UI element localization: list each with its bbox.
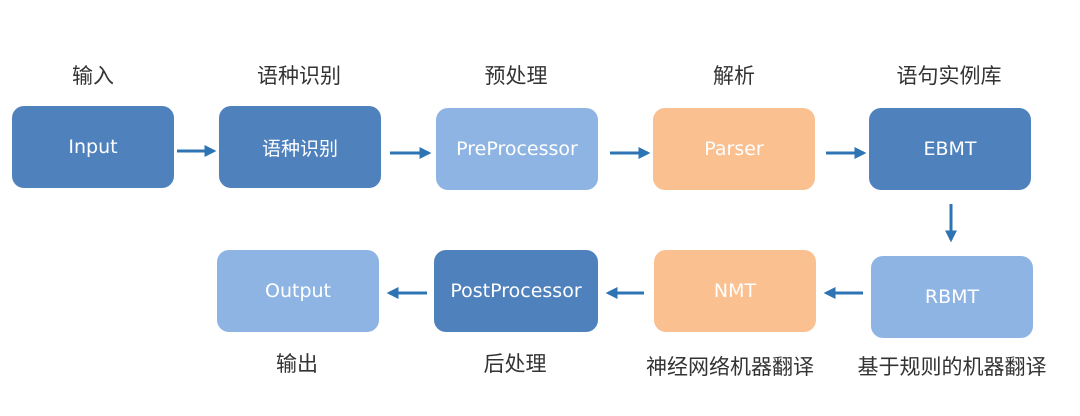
box-input: Input bbox=[12, 106, 174, 188]
box-parser: Parser bbox=[653, 108, 815, 190]
label-neural-machine-translation: 神经网络机器翻译 bbox=[646, 355, 814, 379]
box-postprocessor: PostProcessor bbox=[434, 250, 598, 332]
box-preprocessor: PreProcessor bbox=[436, 108, 598, 190]
label-parsing: 解析 bbox=[713, 64, 755, 88]
label-rule-based-machine-translation: 基于规则的机器翻译 bbox=[857, 355, 1047, 379]
label-postprocessing: 后处理 bbox=[483, 352, 547, 376]
box-rbmt: RBMT bbox=[871, 256, 1033, 338]
box-ebmt: EBMT bbox=[869, 108, 1031, 190]
label-input: 输入 bbox=[72, 64, 114, 88]
label-sentence-example-library: 语句实例库 bbox=[896, 64, 1002, 88]
box-output: Output bbox=[217, 250, 379, 332]
box-language-identification: 语种识别 bbox=[219, 106, 381, 188]
label-output: 输出 bbox=[276, 352, 318, 376]
label-language-identification: 语种识别 bbox=[257, 64, 341, 88]
box-nmt: NMT bbox=[654, 250, 816, 332]
label-preprocessing: 预处理 bbox=[484, 64, 548, 88]
